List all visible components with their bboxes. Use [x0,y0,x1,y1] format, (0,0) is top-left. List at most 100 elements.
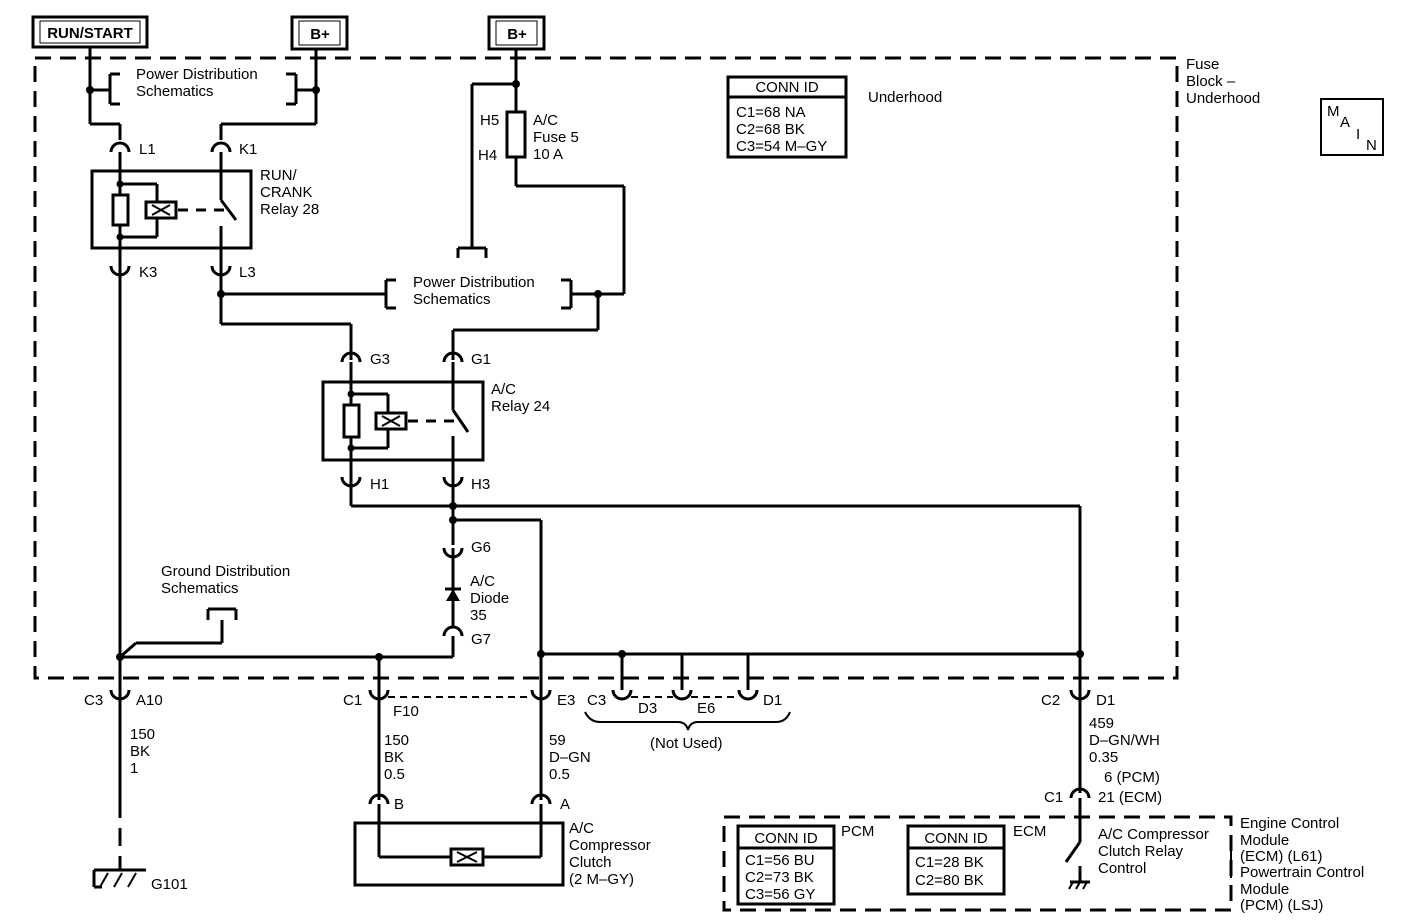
ecm-module-l4: Powertrain Control [1240,864,1364,881]
svg-text:CONN ID: CONN ID [755,79,819,96]
wire-459-size: 0.35 [1089,749,1118,766]
clutch-relay-label-2: Clutch Relay [1098,843,1184,860]
fuse-pin-h5: H5 [480,112,499,129]
wire-59-circuit: 59 [549,732,566,749]
power-dist-top-line1: Power Distribution [136,66,258,83]
compressor-label-2: Compressor [569,837,651,854]
svg-text:G7: G7 [471,631,491,648]
svg-text:G1: G1 [471,351,491,368]
fuse-block-boundary [33,56,1179,680]
wire-150a-size: 1 [130,760,138,777]
svg-text:C3=54 M–GY: C3=54 M–GY [736,138,827,155]
compressor-label-1: A/C [569,820,594,837]
ac-diode-label-3: 35 [470,607,487,624]
ground-g101: G101 [92,862,188,893]
pcm-tag: PCM [841,823,874,840]
ecm-module-l6: (PCM) (LSJ) [1240,897,1323,914]
run-start-label: RUN/START [47,25,133,42]
svg-text:H1: H1 [370,476,389,493]
wire-150a-circuit: 150 [130,726,155,743]
conn-id-fuse-table: CONN ID C1=68 NA C2=68 BK C3=54 M–GY [726,75,848,159]
wire-459-circuit: 459 [1089,715,1114,732]
svg-text:K3: K3 [139,264,157,281]
conn-c3-not-used: C3 [587,692,606,709]
run-crank-relay: L1 K1 K3 L3 [90,141,257,281]
conn-e6: E6 [697,700,715,717]
clutch-relay-control-switch [1064,787,1091,890]
run-crank-label-2: CRANK [260,184,313,201]
svg-text:C1=68 NA: C1=68 NA [736,104,806,121]
svg-text:G101: G101 [151,876,188,893]
pin-ecm: 21 (ECM) [1098,789,1162,806]
bplus-right-source: B+ [487,15,546,51]
fuse-pin-h4: H4 [478,147,497,164]
wire-150b-color: BK [384,749,404,766]
wire-150a-color: BK [130,743,150,760]
ac-compressor-clutch: B A [353,793,570,887]
fuse-label-3: 10 A [533,146,563,163]
pin-pcm: 6 (PCM) [1104,769,1160,786]
svg-text:G3: G3 [370,351,390,368]
svg-text:M: M [1327,103,1340,120]
bplus-right-label: B+ [507,26,527,43]
conn-id-pcm-table: CONN ID C1=56 BU C2=73 BK C3=56 GY [736,824,836,906]
svg-text:B: B [394,796,404,813]
svg-text:I: I [1356,126,1360,143]
conn-f10: F10 [393,703,419,720]
svg-text:C2=73 BK: C2=73 BK [745,869,814,886]
svg-text:A: A [1340,114,1350,131]
run-start-source: RUN/START [31,15,149,49]
svg-text:CONN ID: CONN ID [924,830,988,847]
compressor-label-3: Clutch [569,854,612,871]
ac-diode-label-2: Diode [470,590,509,607]
fuse-block-title-3: Underhood [1186,90,1260,107]
fuse-block-title-2: Block – [1186,73,1236,90]
wire-459-color: D–GN/WH [1089,732,1160,749]
ecm-module-l5: Module [1240,881,1289,898]
clutch-relay-label-3: Control [1098,860,1146,877]
wire-150b-size: 0.5 [384,766,405,783]
underhood-label: Underhood [868,89,942,106]
ground-dist-line2: Schematics [161,580,239,597]
svg-text:C1=56 BU: C1=56 BU [745,852,815,869]
fuse-block-title-1: Fuse [1186,56,1219,73]
svg-text:L3: L3 [239,264,256,281]
run-crank-label-1: RUN/ [260,167,297,184]
main-badge: M A I N [1320,98,1384,156]
bplus-left-source: B+ [290,15,349,51]
clutch-relay-label-1: A/C Compressor [1098,826,1209,843]
compressor-label-4: (2 M–GY) [569,871,634,888]
svg-text:C1=28 BK: C1=28 BK [915,854,984,871]
conn-d1-ecm: D1 [1096,692,1115,709]
svg-text:C2=68 BK: C2=68 BK [736,121,805,138]
bplus-left-label: B+ [310,26,330,43]
connector-row [109,689,1091,701]
svg-text:K1: K1 [239,141,257,158]
wire-150b-circuit: 150 [384,732,409,749]
conn-c1: C1 [343,692,362,709]
not-used-label: (Not Used) [650,735,723,752]
ac-relay-label-1: A/C [491,381,516,398]
ac-relay-24: G3 G1 H1 H3 [321,351,491,493]
conn-c2: C2 [1041,692,1060,709]
conn-c3: C3 [84,692,103,709]
svg-text:L1: L1 [139,141,156,158]
ecm-module-l3: (ECM) (L61) [1240,848,1323,865]
conn-id-ecm-table: CONN ID C1=28 BK C2=80 BK [906,824,1006,896]
not-used-bracket [584,711,791,731]
fuse-label-1: A/C [533,112,558,129]
svg-text:G6: G6 [471,539,491,556]
ac-fuse-5 [505,110,527,159]
svg-text:N: N [1366,137,1377,154]
ac-diode-label-1: A/C [470,573,495,590]
conn-a10: A10 [136,692,163,709]
power-dist-mid-line2: Schematics [413,291,491,308]
ecm-module-l2: Module [1240,832,1289,849]
wire-59-size: 0.5 [549,766,570,783]
svg-text:H3: H3 [471,476,490,493]
svg-text:CONN ID: CONN ID [754,830,818,847]
conn-d3: D3 [638,700,657,717]
svg-text:C2=80 BK: C2=80 BK [915,872,984,889]
ecm-module-l1: Engine Control [1240,815,1339,832]
fuse-label-2: Fuse 5 [533,129,579,146]
